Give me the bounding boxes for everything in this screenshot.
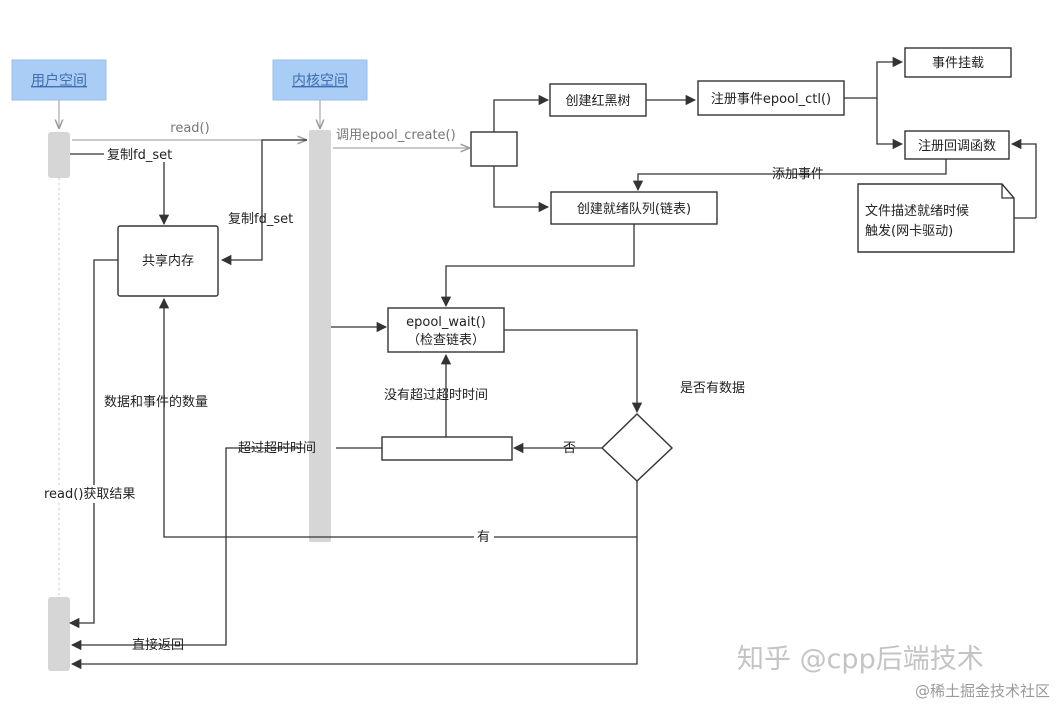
to-rbtree-arrow xyxy=(493,94,550,132)
create-rbtree-label: 创建红黑树 xyxy=(565,93,630,109)
read-result-label-bg xyxy=(40,485,150,503)
shared-memory-label: 共享内存 xyxy=(142,253,194,269)
user-space-header: 用户空间 xyxy=(11,59,107,101)
read-label: read() xyxy=(170,121,209,136)
to-callback-arrow xyxy=(876,98,904,150)
call-create-label: 调用epool_create() xyxy=(336,128,456,143)
not-timeout-label: 没有超过超时时间 xyxy=(384,388,488,403)
fd-ready-note xyxy=(857,183,1015,253)
trigger-callback-arrow xyxy=(1010,138,1037,218)
copy-fdset-kernel-label: 复制fd_set xyxy=(228,212,293,227)
create-rbtree-node xyxy=(549,83,647,117)
fd-ready-note-line1: 文件描述就绪时候 xyxy=(865,204,969,219)
yes-label: 有 xyxy=(477,530,490,545)
to-wait-arrow xyxy=(440,224,635,308)
watermark-main: 知乎 @cpp后端技术 xyxy=(737,644,984,675)
yes-to-shared-arrow xyxy=(158,297,638,538)
no-label: 否 xyxy=(563,441,576,456)
note-fold xyxy=(1001,184,1014,199)
epool-wait-node xyxy=(387,307,505,353)
has-data-label: 是否有数据 xyxy=(680,381,745,396)
has-data-decision xyxy=(600,413,674,482)
data-event-count-label: 数据和事件的数量 xyxy=(104,394,208,410)
event-mount-node xyxy=(904,47,1012,78)
return-direct-label: 直接返回 xyxy=(132,637,184,653)
register-callback-label: 注册回调函数 xyxy=(918,139,996,154)
watermark-sub: @稀土掘金技术社区 xyxy=(915,682,1050,700)
to-readylist-arrow xyxy=(493,166,550,213)
create-ready-list-label: 创建就绪队列(链表) xyxy=(577,202,691,217)
read-result-label: read()获取结果 xyxy=(44,487,135,502)
create-ready-list-node xyxy=(550,191,718,225)
fd-ready-note-line2: 触发(网卡驱动) xyxy=(865,223,953,239)
copy-fdset-user-label: 复制fd_set xyxy=(107,148,172,163)
kernel-space-label: 内核空间 xyxy=(292,73,348,89)
kernel-space-header: 内核空间 xyxy=(272,59,368,101)
epool-wait-label-line1: epool_wait() xyxy=(406,315,486,330)
to-mount-arrow xyxy=(844,56,904,99)
register-callback-node xyxy=(904,130,1010,160)
epool-wait-label-line2: （检查链表） xyxy=(407,333,485,348)
read-result-arrow xyxy=(68,259,118,629)
user-activation-bottom xyxy=(48,597,70,671)
kernel-activation xyxy=(309,130,331,542)
yes-label-bg xyxy=(474,528,494,546)
register-event-label: 注册事件epool_ctl() xyxy=(711,92,831,107)
user-space-label: 用户空间 xyxy=(31,72,87,89)
user-activation-top xyxy=(48,132,70,178)
timeout-check-node xyxy=(381,436,513,461)
event-mount-label: 事件挂载 xyxy=(932,56,984,71)
shared-memory-node xyxy=(117,225,219,297)
add-event-arrow xyxy=(632,159,947,192)
exceed-timeout-line-2 xyxy=(70,447,305,651)
yes-to-user-arrow xyxy=(70,537,638,670)
copy-fdset-kernel-arrow xyxy=(220,139,307,266)
add-event-label: 添加事件 xyxy=(772,167,824,182)
exceed-timeout-label: 超过超时时间 xyxy=(238,441,316,456)
epoll-create-node xyxy=(470,131,518,167)
wait-to-decision-arrow xyxy=(504,329,643,414)
